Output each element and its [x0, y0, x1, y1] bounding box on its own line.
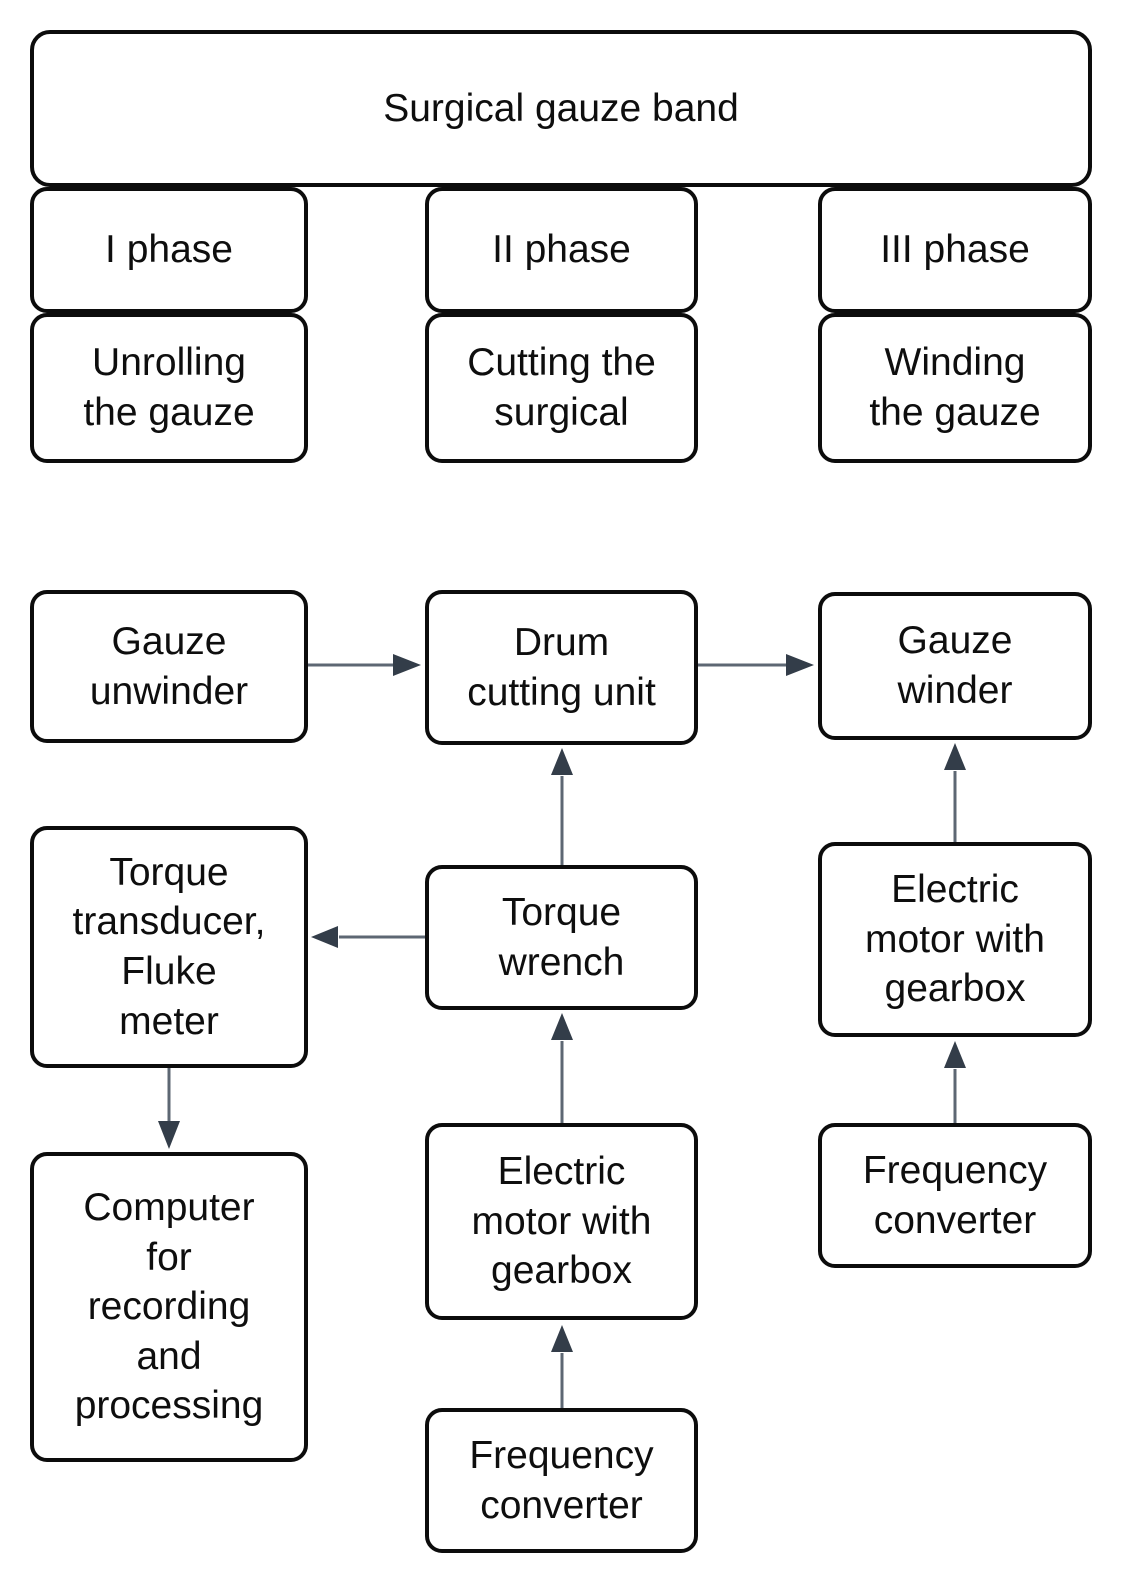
arrow-frequency-converter-right-to-electric-motor-right	[944, 1041, 966, 1123]
arrow-torque-wrench-to-drum-cutting-unit	[551, 748, 573, 865]
box-electric-motor-gearbox-right: Electric motor with gearbox	[818, 842, 1092, 1037]
arrow-electric-motor-right-to-gauze-winder	[944, 743, 966, 842]
box-torque-wrench: Torque wrench	[425, 865, 698, 1010]
box-surgical-gauze-band: Surgical gauze band	[30, 30, 1092, 187]
arrow-electric-motor-center-to-torque-wrench	[551, 1013, 573, 1123]
box-gauze-unwinder: Gauze unwinder	[30, 590, 308, 743]
box-phase-1-description: Unrolling the gauze	[30, 313, 308, 463]
arrow-drum-cutting-unit-to-gauze-winder	[698, 654, 814, 676]
box-phase-1: I phase	[30, 187, 308, 313]
box-frequency-converter-center: Frequency converter	[425, 1408, 698, 1553]
box-drum-cutting-unit: Drum cutting unit	[425, 590, 698, 745]
box-gauze-winder: Gauze winder	[818, 592, 1092, 740]
arrow-torque-transducer-to-computer	[158, 1068, 180, 1149]
box-computer-recording-processing: Computer for recording and processing	[30, 1152, 308, 1462]
box-phase-3-description: Winding the gauze	[818, 313, 1092, 463]
box-phase-3: III phase	[818, 187, 1092, 313]
box-electric-motor-gearbox-center: Electric motor with gearbox	[425, 1123, 698, 1320]
arrow-torque-wrench-to-torque-transducer	[311, 926, 425, 948]
arrow-gauze-unwinder-to-drum-cutting-unit	[308, 654, 421, 676]
box-phase-2: II phase	[425, 187, 698, 313]
box-phase-2-description: Cutting the surgical	[425, 313, 698, 463]
box-frequency-converter-right: Frequency converter	[818, 1123, 1092, 1268]
arrow-frequency-converter-center-to-electric-motor-center	[551, 1325, 573, 1408]
box-torque-transducer-fluke-meter: Torque transducer, Fluke meter	[30, 826, 308, 1068]
